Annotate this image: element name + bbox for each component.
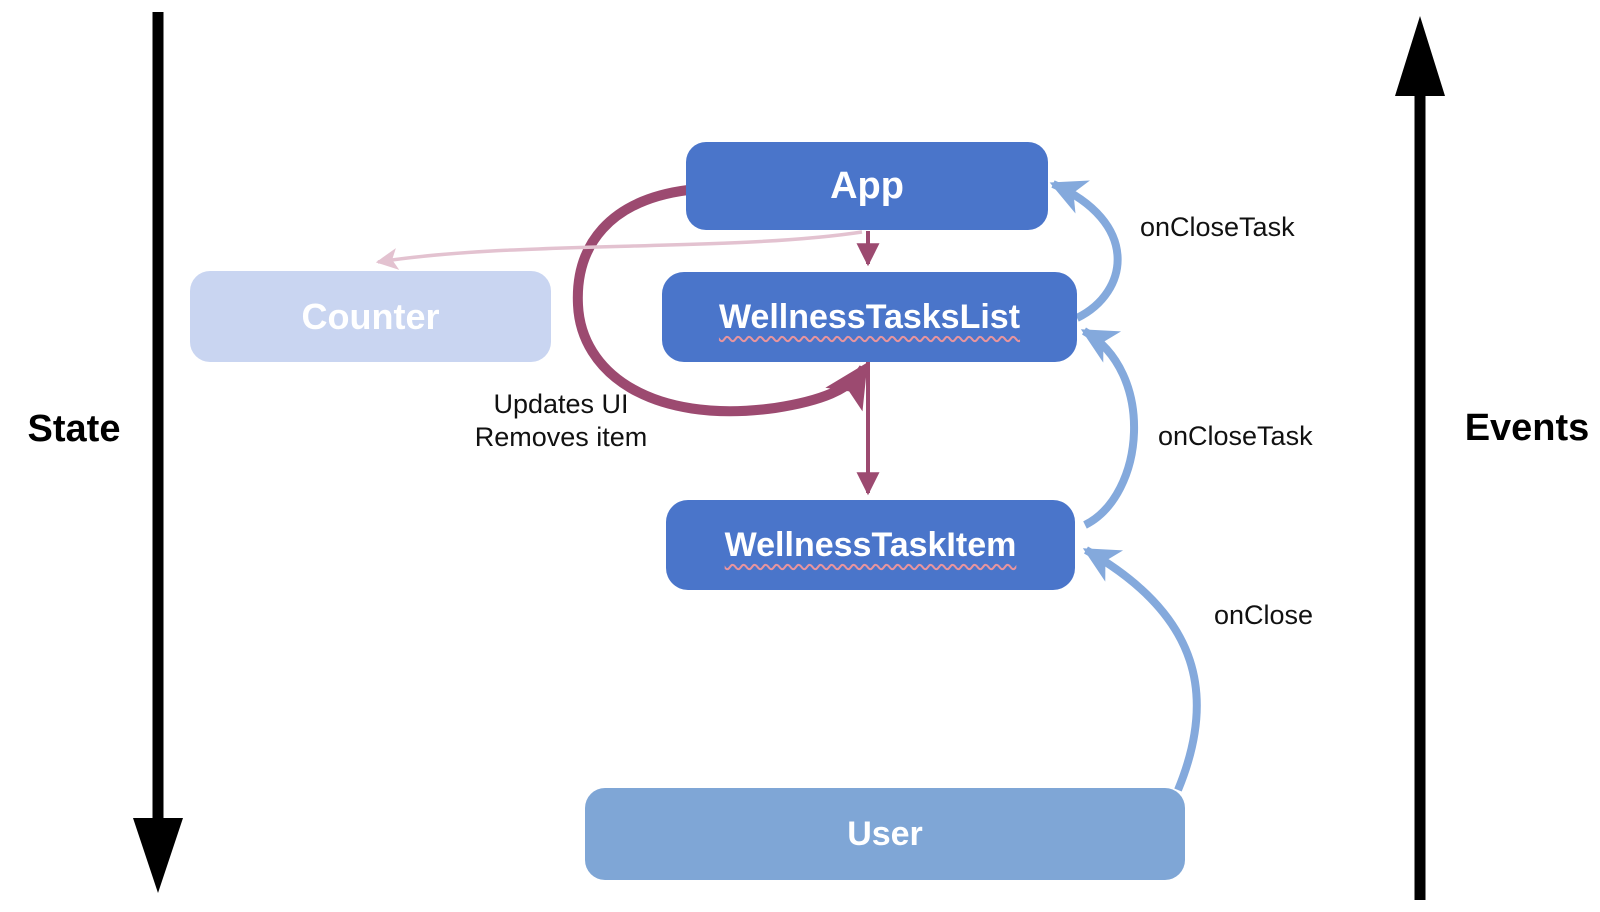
- events-axis-label: Events: [1464, 407, 1590, 449]
- user-box: User: [585, 788, 1185, 880]
- updates-ui-annotation: Updates UI Removes item: [406, 388, 716, 454]
- taskslist-to-app-event-arrow: [1049, 180, 1122, 322]
- counter-box-label: Counter: [301, 295, 440, 337]
- wellness-task-item-box: WellnessTaskItem: [666, 500, 1075, 590]
- wellness-tasks-list-label: WellnessTasksList: [718, 297, 1021, 336]
- state-axis-arrow: [133, 12, 183, 893]
- user-box-label: User: [847, 814, 923, 853]
- wellness-task-item-label: WellnessTaskItem: [724, 525, 1017, 564]
- onclose-annotation: onClose: [1214, 600, 1314, 630]
- wellness-tasks-list-box: WellnessTasksList: [662, 272, 1077, 362]
- app-box: App: [686, 142, 1048, 230]
- app-to-counter-arrow: [375, 230, 863, 270]
- state-axis-label: State: [27, 408, 121, 450]
- updates-ui-line2: Removes item: [474, 422, 648, 452]
- app-box-label: App: [830, 164, 904, 207]
- updates-ui-line1: Updates UI: [493, 389, 629, 419]
- onclosetask-mid-annotation: onCloseTask: [1158, 421, 1313, 451]
- counter-box: Counter: [190, 271, 551, 362]
- taskitem-to-taskslist-event-arrow: [1080, 327, 1139, 529]
- user-to-taskitem-event-arrow: [1082, 546, 1201, 792]
- onclosetask-top-annotation: onCloseTask: [1140, 212, 1295, 242]
- events-axis-arrow: [1395, 16, 1445, 900]
- app-updates-loop-arrow: [572, 185, 869, 417]
